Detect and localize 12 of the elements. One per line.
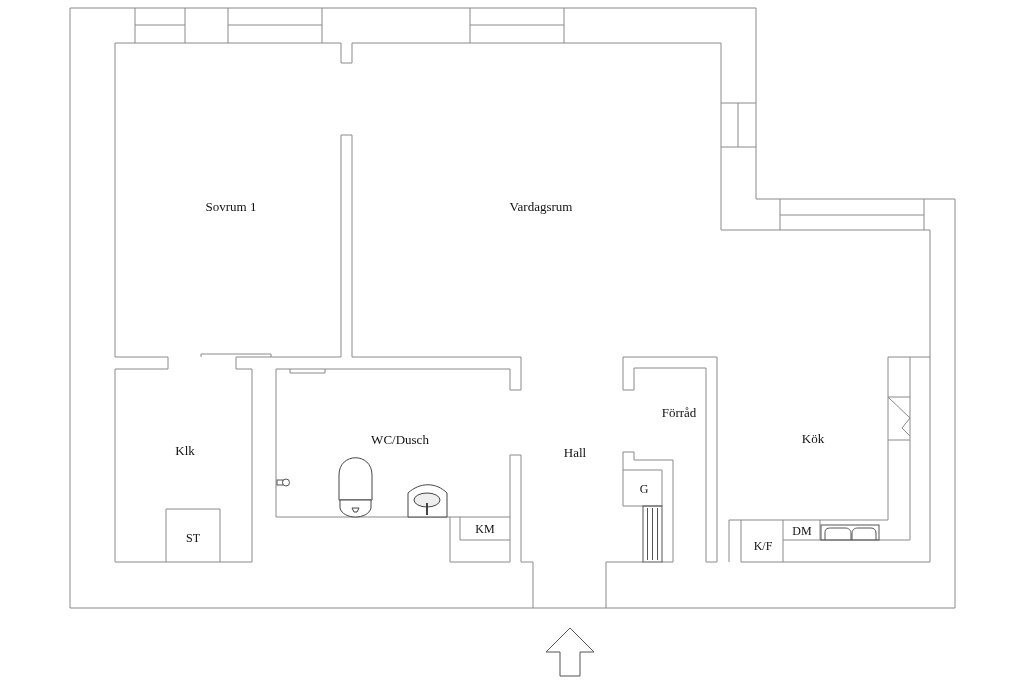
- appliance-label: ST: [186, 530, 200, 546]
- room-label: Sovrum 1: [205, 199, 257, 215]
- room-label: Hall: [563, 445, 587, 461]
- room-label: WC/Dusch: [371, 432, 429, 448]
- appliance-label: G: [639, 481, 649, 497]
- appliance-label: KM: [475, 521, 495, 537]
- room-label: Förråd: [661, 405, 697, 421]
- appliance-label: DM: [792, 523, 812, 539]
- appliance-label: K/F: [753, 538, 773, 554]
- room-label: Kök: [801, 431, 825, 447]
- room-label: Klk: [175, 443, 195, 459]
- room-label: Vardagsrum: [509, 199, 573, 215]
